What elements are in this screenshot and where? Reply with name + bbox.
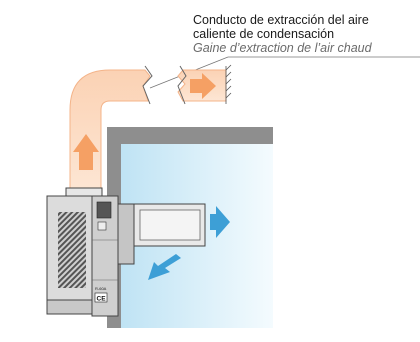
unit-display <box>96 201 112 219</box>
blue-arrow-diagonal-icon <box>148 254 181 280</box>
blue-arrow-right-icon <box>210 206 230 238</box>
wall-hatch-end <box>225 64 232 104</box>
ce-mark: CE <box>97 296 107 303</box>
duct-caption: Conducto de extracción del aire caliente… <box>193 13 419 55</box>
caption-spanish-line-2: caliente de condensación <box>193 27 335 41</box>
orange-arrow-right-icon <box>190 73 216 99</box>
unit-wall-plug <box>117 203 135 265</box>
duct-break-left <box>142 65 153 105</box>
caption-spanish-line-1: Conducto de extracción del aire <box>193 13 369 27</box>
orange-arrow-up-icon <box>73 134 99 170</box>
monoblock-unit: R-60A CE <box>46 187 135 317</box>
unit-model-label: R-60A <box>95 286 107 291</box>
duct-break-right <box>177 65 187 105</box>
caption-french-line: Gaine d’extraction de l’air chaud <box>193 41 372 55</box>
evaporator-front <box>139 209 201 241</box>
unit-switch <box>97 221 107 231</box>
unit-vent-grille <box>58 212 86 288</box>
